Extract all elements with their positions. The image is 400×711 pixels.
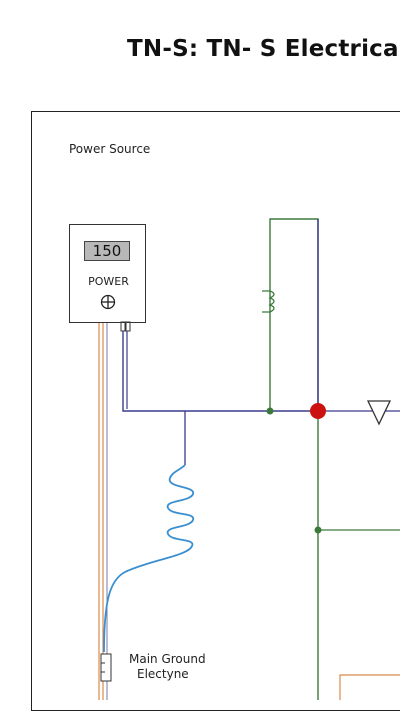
earth-loop [269, 218, 319, 411]
coil-icon [103, 464, 194, 653]
terminal-left [120, 321, 126, 332]
power-unit-label: POWER [88, 275, 129, 288]
junction-node-lower [314, 526, 322, 534]
load-box-corner [339, 674, 400, 700]
phase-wire [122, 331, 318, 412]
power-display: 150 [84, 241, 130, 261]
diagram-title: TN-S: TN- S Electrical [127, 36, 400, 62]
junction-node-left [266, 407, 274, 415]
power-source-label: Power Source [69, 142, 151, 156]
inductor-icon [262, 290, 275, 313]
power-symbol-icon [100, 294, 116, 310]
ground-label-line2: Electyne [137, 667, 189, 681]
ground-rod-icon [100, 653, 112, 682]
power-unit: 150 POWER [69, 224, 146, 323]
main-junction-node [310, 403, 326, 419]
ground-label-line1: Main Ground [129, 652, 206, 666]
terminal-right [125, 321, 131, 332]
triangle-symbol-icon [366, 400, 392, 426]
